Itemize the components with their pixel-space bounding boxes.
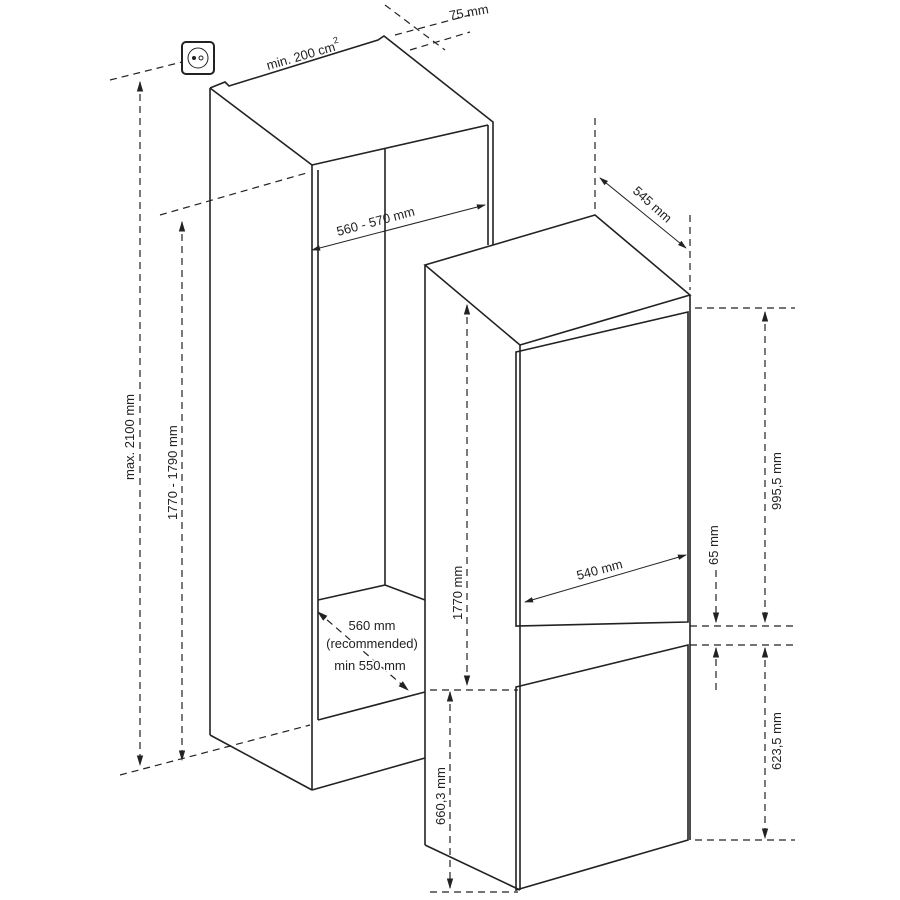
vent-area-label: min. 200 cm2 — [264, 35, 342, 73]
niche-height-label: 1770 - 1790 mm — [165, 425, 180, 520]
depth-recommended-label: 560 mm — [349, 618, 396, 633]
max-height-label: max. 2100 mm — [122, 394, 137, 480]
door-gap-label: 65 mm — [706, 525, 721, 565]
lower-height-label: 660,3 mm — [433, 767, 448, 825]
depth-recommended-note: (recommended) — [326, 636, 418, 651]
fridge-drawing — [423, 214, 692, 892]
appliance-width-label: 540 mm — [575, 556, 624, 583]
appliance-height-label: 1770 mm — [450, 566, 465, 620]
lower-door-label: 623,5 mm — [769, 712, 784, 770]
power-socket-icon — [181, 41, 215, 75]
depth-min-label: min 550 mm — [334, 658, 406, 673]
vent-gap-label: 75 mm — [448, 1, 490, 23]
appliance-depth-label: 545 mm — [630, 183, 675, 226]
upper-door-label: 995,5 mm — [769, 452, 784, 510]
dimension-lines — [109, 4, 795, 893]
cabinet-drawing — [209, 35, 494, 791]
